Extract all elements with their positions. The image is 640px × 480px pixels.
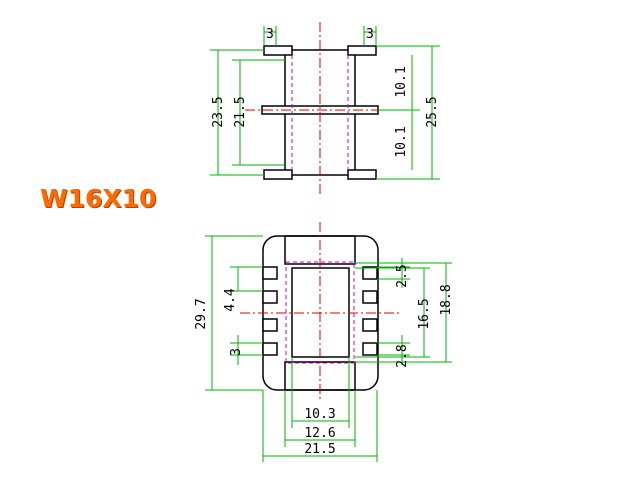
dim-pin-width: 2.8	[395, 344, 410, 367]
dim-slot-right: 2.5	[395, 264, 410, 287]
dim-slot-left: 3	[229, 348, 244, 356]
dim-body-height: 18.8	[439, 284, 454, 315]
dim-window-width: 10.3	[304, 407, 335, 422]
bottom-flange-left	[263, 169, 293, 180]
dim-total-height: 29.7	[194, 298, 209, 329]
dim-core-width: 12.6	[304, 426, 335, 441]
top-flange-right	[347, 45, 377, 56]
dim-height-mid: 21.5	[233, 96, 248, 127]
dim-window-height: 16.5	[417, 298, 432, 329]
dim-flange-left: 3	[266, 27, 274, 42]
dim-height-inner: 23.5	[211, 96, 226, 127]
dim-total-width: 21.5	[304, 442, 335, 457]
bottom-flange-right	[347, 169, 377, 180]
dim-pin-pitch: 4.4	[223, 288, 238, 312]
part-title: W16X10	[40, 184, 157, 213]
side-view: 3 3 23.5 21.5 10.1 10.1 25.5	[210, 22, 440, 195]
top-flange-left	[263, 45, 293, 56]
dim-flange-right: 3	[366, 27, 374, 42]
dim-lower-gap: 10.1	[394, 126, 409, 157]
dim-height-total: 25.5	[425, 96, 440, 127]
dim-upper-gap: 10.1	[394, 66, 409, 97]
top-view: 29.7 4.4 3 2.5 16.5 18.8 2.8 10.3 12.6 2…	[194, 222, 454, 462]
